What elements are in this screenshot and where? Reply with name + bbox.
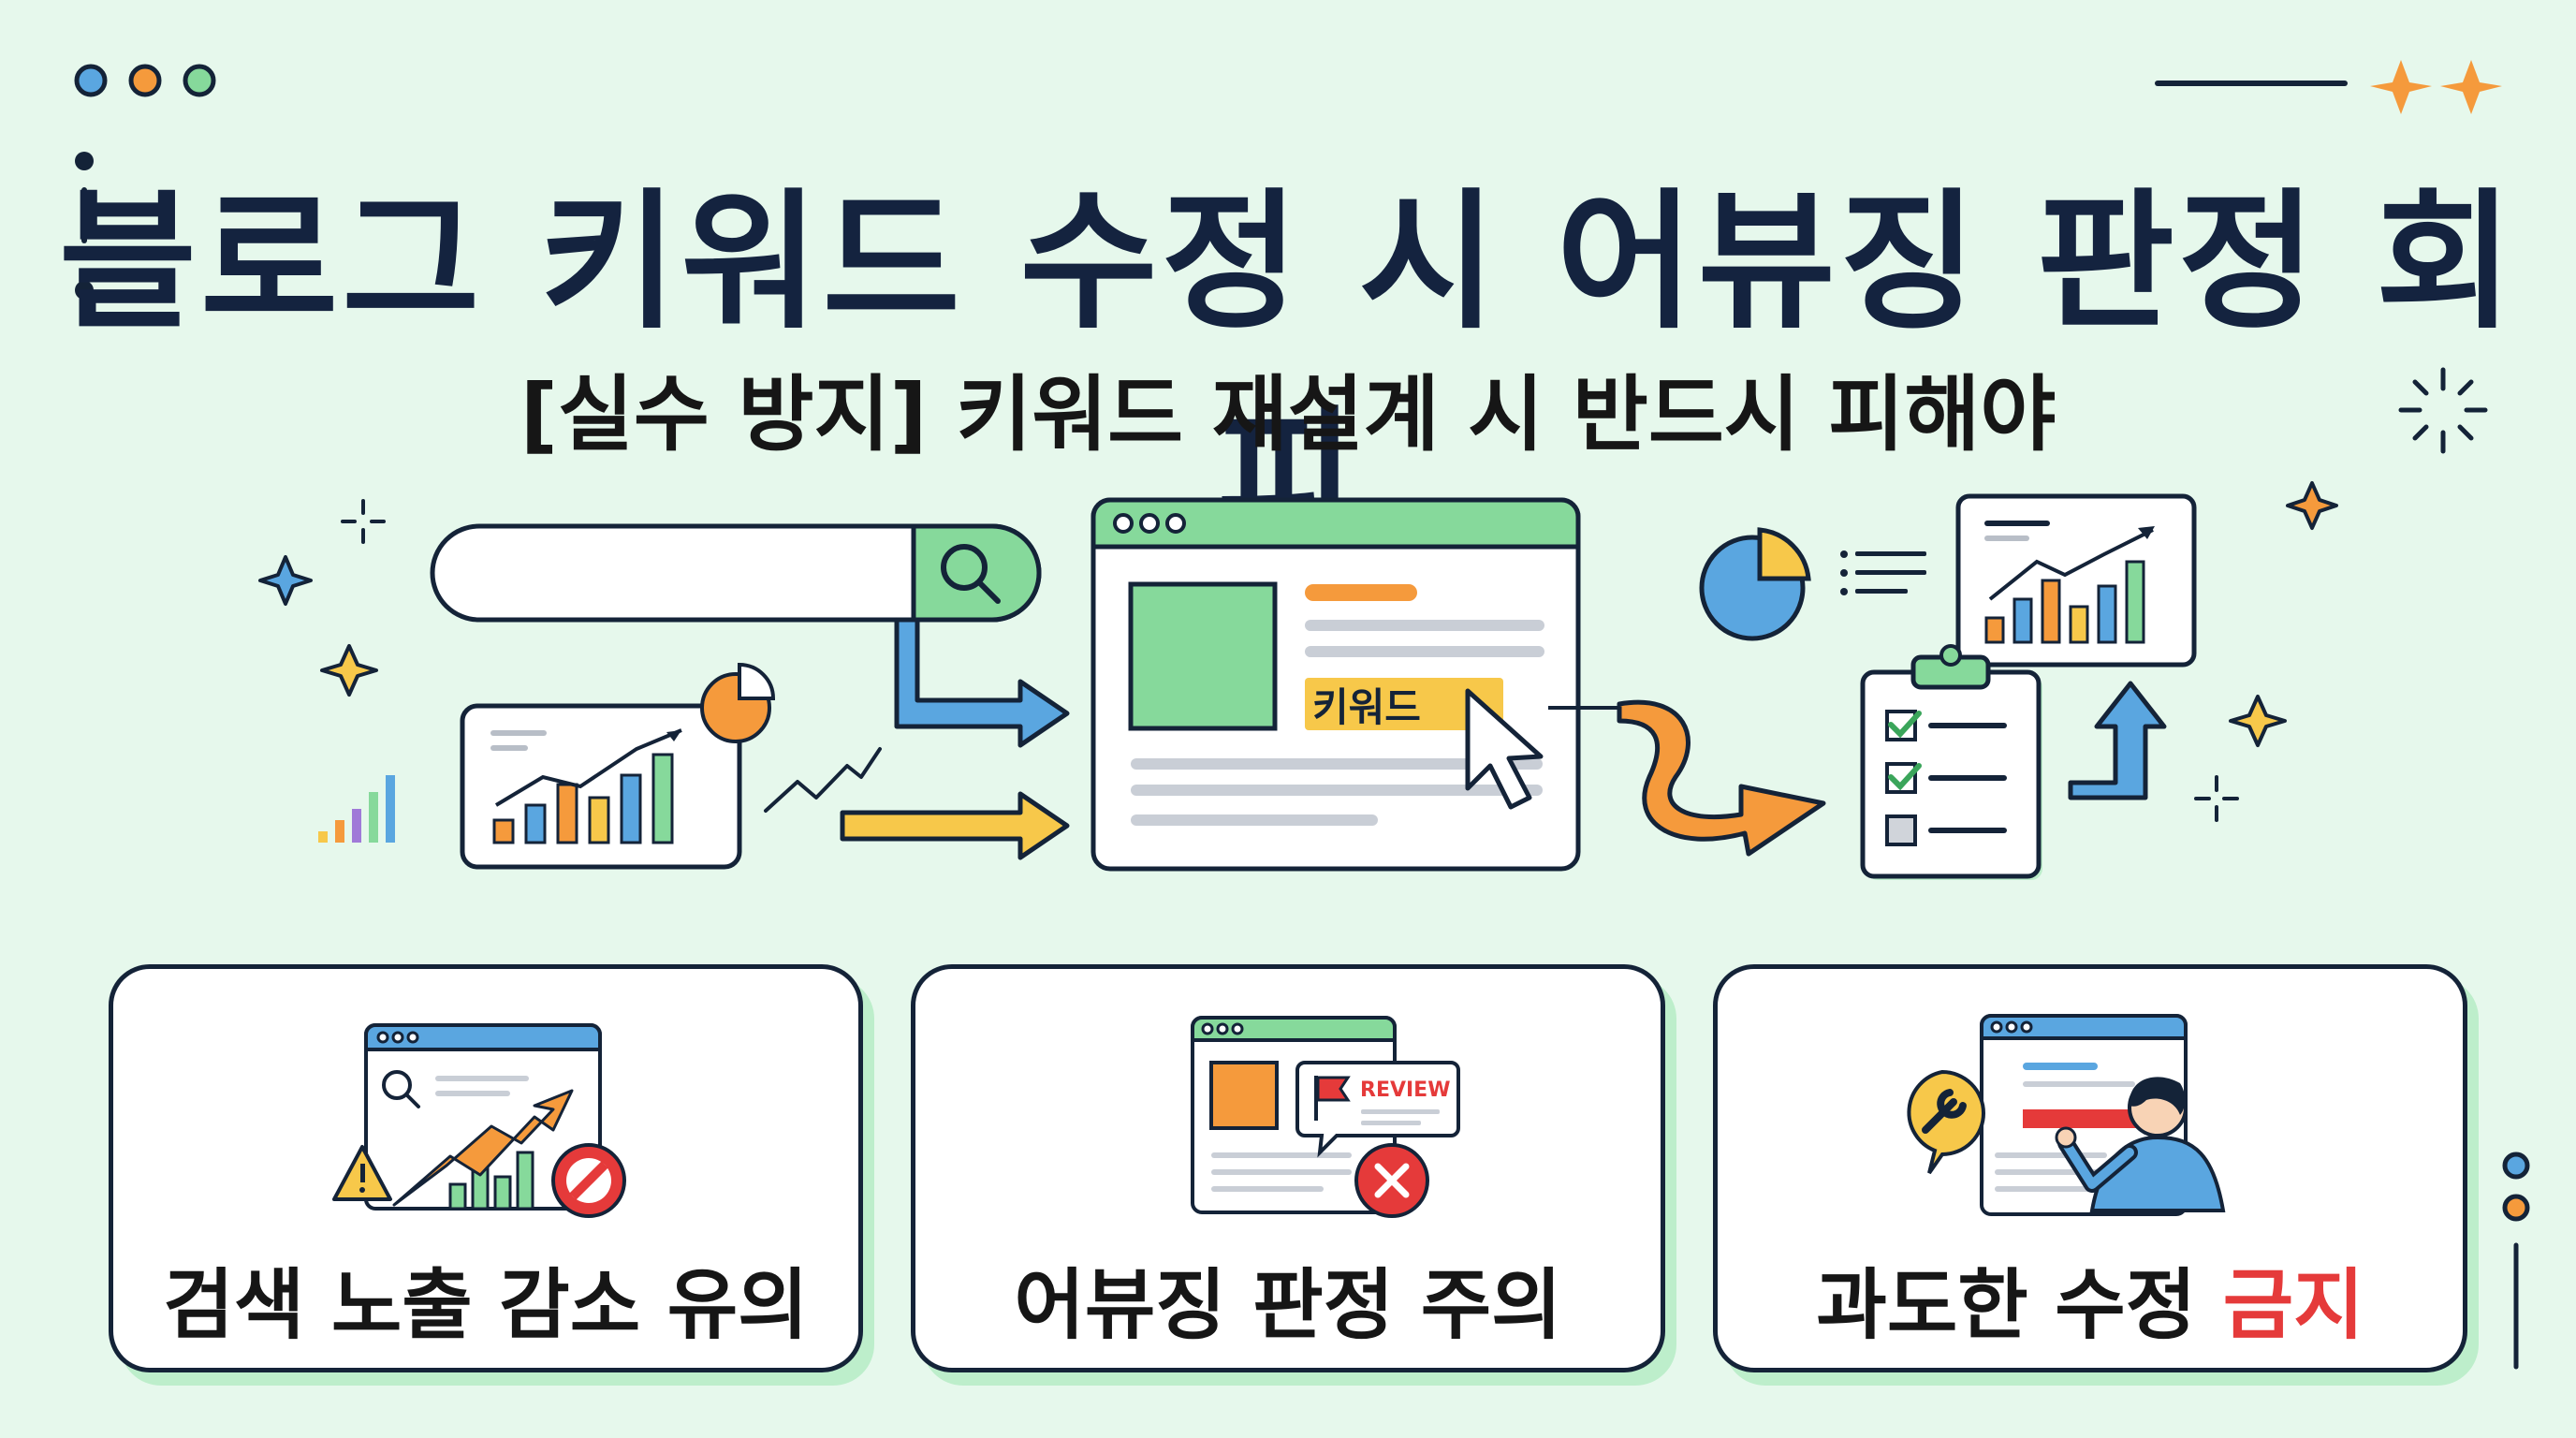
card-label-accent: 금지 xyxy=(2222,1261,2364,1350)
trend-line-icon xyxy=(764,747,882,813)
arrow-icon xyxy=(894,617,1070,748)
top-right-ornament-icon xyxy=(2155,60,2502,114)
analytics-card-icon xyxy=(460,703,742,870)
keyword-tag: 키워드 xyxy=(1312,684,1421,730)
pie-chart-icon xyxy=(700,662,776,743)
left-ornament-icon xyxy=(75,152,94,300)
browser-window-icon xyxy=(1090,497,1581,872)
card-label: 과도한 수정 금지 xyxy=(1718,1242,2463,1354)
pie-chart-icon xyxy=(1699,527,1811,641)
close-icon xyxy=(1354,1143,1429,1218)
card-label: 어뷰징 판정 주의 xyxy=(1014,1261,1562,1350)
card-search-exposure: 검색 노출 감소 유의 xyxy=(109,964,863,1372)
search-bar-icon xyxy=(430,523,1042,623)
sparkle-icon xyxy=(258,499,386,697)
search-icon xyxy=(382,1070,420,1108)
signal-bars-icon xyxy=(318,775,395,843)
card-illustration xyxy=(1907,1014,2226,1216)
review-badge: REVIEW xyxy=(1360,1078,1450,1102)
arrow-icon xyxy=(2068,681,2167,800)
arrow-icon xyxy=(1548,699,1826,857)
arrow-icon xyxy=(840,791,1070,860)
bottom-right-ornament-icon xyxy=(2502,1152,2530,1370)
sparkle-icon xyxy=(2194,481,2338,822)
card-label: 검색 노출 감소 유의 xyxy=(163,1261,809,1350)
growth-chart-icon xyxy=(392,1089,574,1211)
card-illustration: REVIEW xyxy=(1191,1016,1460,1218)
person-icon xyxy=(2055,1077,2226,1212)
review-bubble-icon: REVIEW xyxy=(1295,1061,1460,1158)
wrench-icon xyxy=(1907,1069,1985,1175)
burst-icon xyxy=(2398,367,2488,454)
browser-window-icon xyxy=(364,1023,602,1211)
window-dots-icon xyxy=(74,64,216,97)
card-label-main: 과도한 수정 xyxy=(1816,1261,2223,1350)
card-excessive-edit: 과도한 수정 금지 xyxy=(1713,964,2467,1372)
prohibited-icon xyxy=(551,1143,626,1218)
list-lines-icon xyxy=(1840,550,1926,595)
checklist-icon xyxy=(1860,644,2042,880)
chart-window-icon xyxy=(1955,493,2197,668)
warning-icon xyxy=(332,1145,392,1201)
page-title: 블로그 키워드 수정 시 어뷰징 판정 회피 xyxy=(58,174,2518,566)
card-abuse-judgment: REVIEW 어뷰징 판정 주의 xyxy=(911,964,1665,1372)
cursor-icon xyxy=(1465,688,1544,810)
search-icon xyxy=(941,544,1001,604)
page-subtitle: [실수 방지] 키워드 재설계 시 반드시 피해야 xyxy=(520,366,2056,462)
flag-icon xyxy=(1314,1076,1351,1121)
card-illustration xyxy=(332,1023,626,1218)
